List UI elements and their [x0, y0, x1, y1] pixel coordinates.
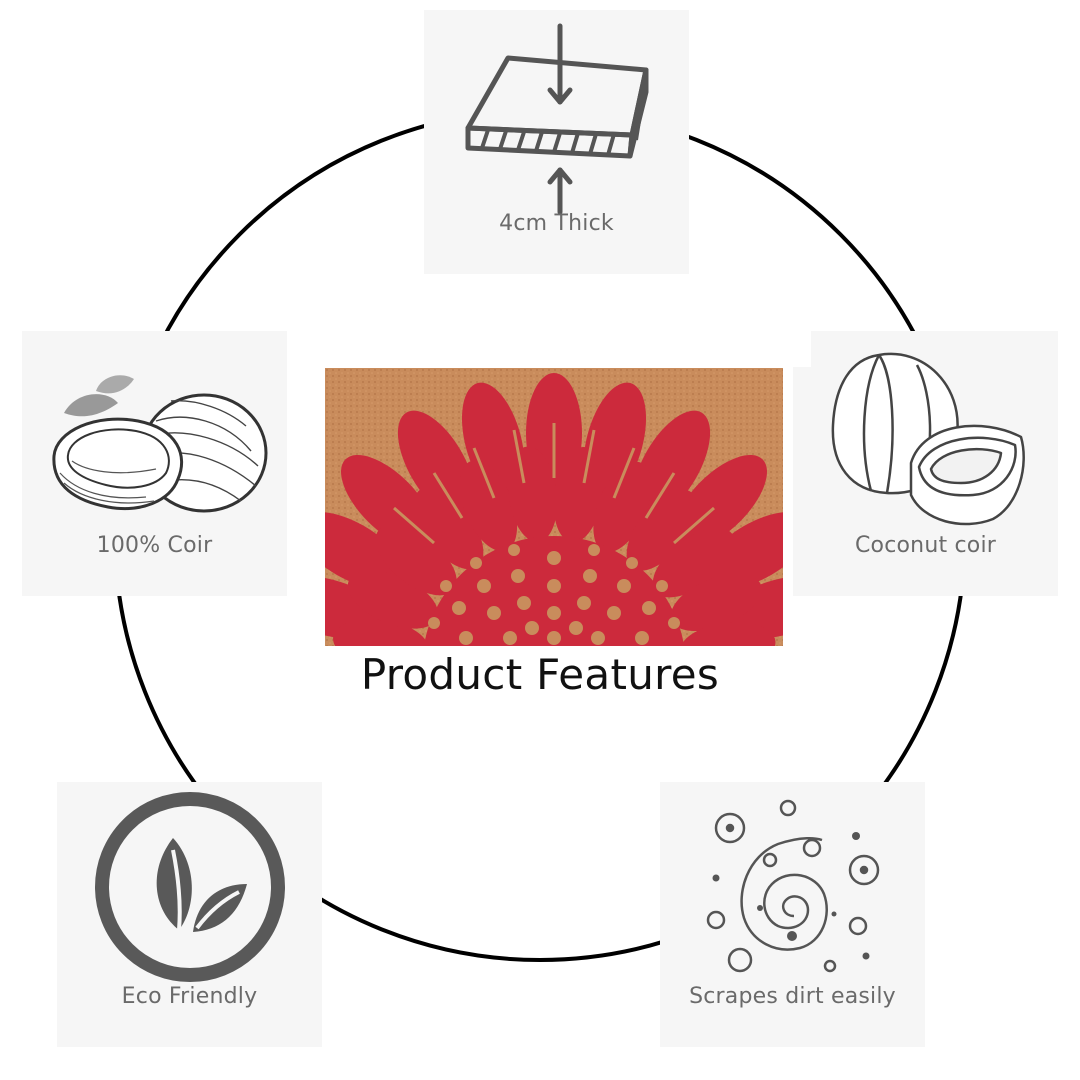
coconut-sketch-icon	[52, 375, 268, 513]
feature-label-thickness: 4cm Thick	[499, 211, 614, 236]
feature-card-coir: 100% Coir	[22, 331, 287, 596]
feature-label-eco: Eco Friendly	[121, 984, 258, 1009]
feature-card-eco: Eco Friendly	[57, 782, 322, 1047]
dirt-swirl-icon	[706, 799, 880, 973]
compression-thickness-icon	[465, 23, 649, 215]
feature-card-thickness: 4cm Thick	[424, 10, 689, 274]
feature-label-coconut: Coconut coir	[855, 533, 996, 558]
page-title: Product Features	[360, 650, 720, 699]
card-corner-mask	[793, 331, 811, 367]
feature-label-coir: 100% Coir	[96, 533, 213, 558]
coconut-outline-icon	[831, 352, 1025, 526]
feature-card-scrape: Scrapes dirt easily	[660, 782, 925, 1047]
sunflower-doormat-image	[325, 368, 783, 646]
feature-label-scrape: Scrapes dirt easily	[689, 984, 896, 1009]
leaf-circle-icon	[95, 792, 285, 982]
feature-card-coconut: Coconut coir	[793, 331, 1058, 596]
